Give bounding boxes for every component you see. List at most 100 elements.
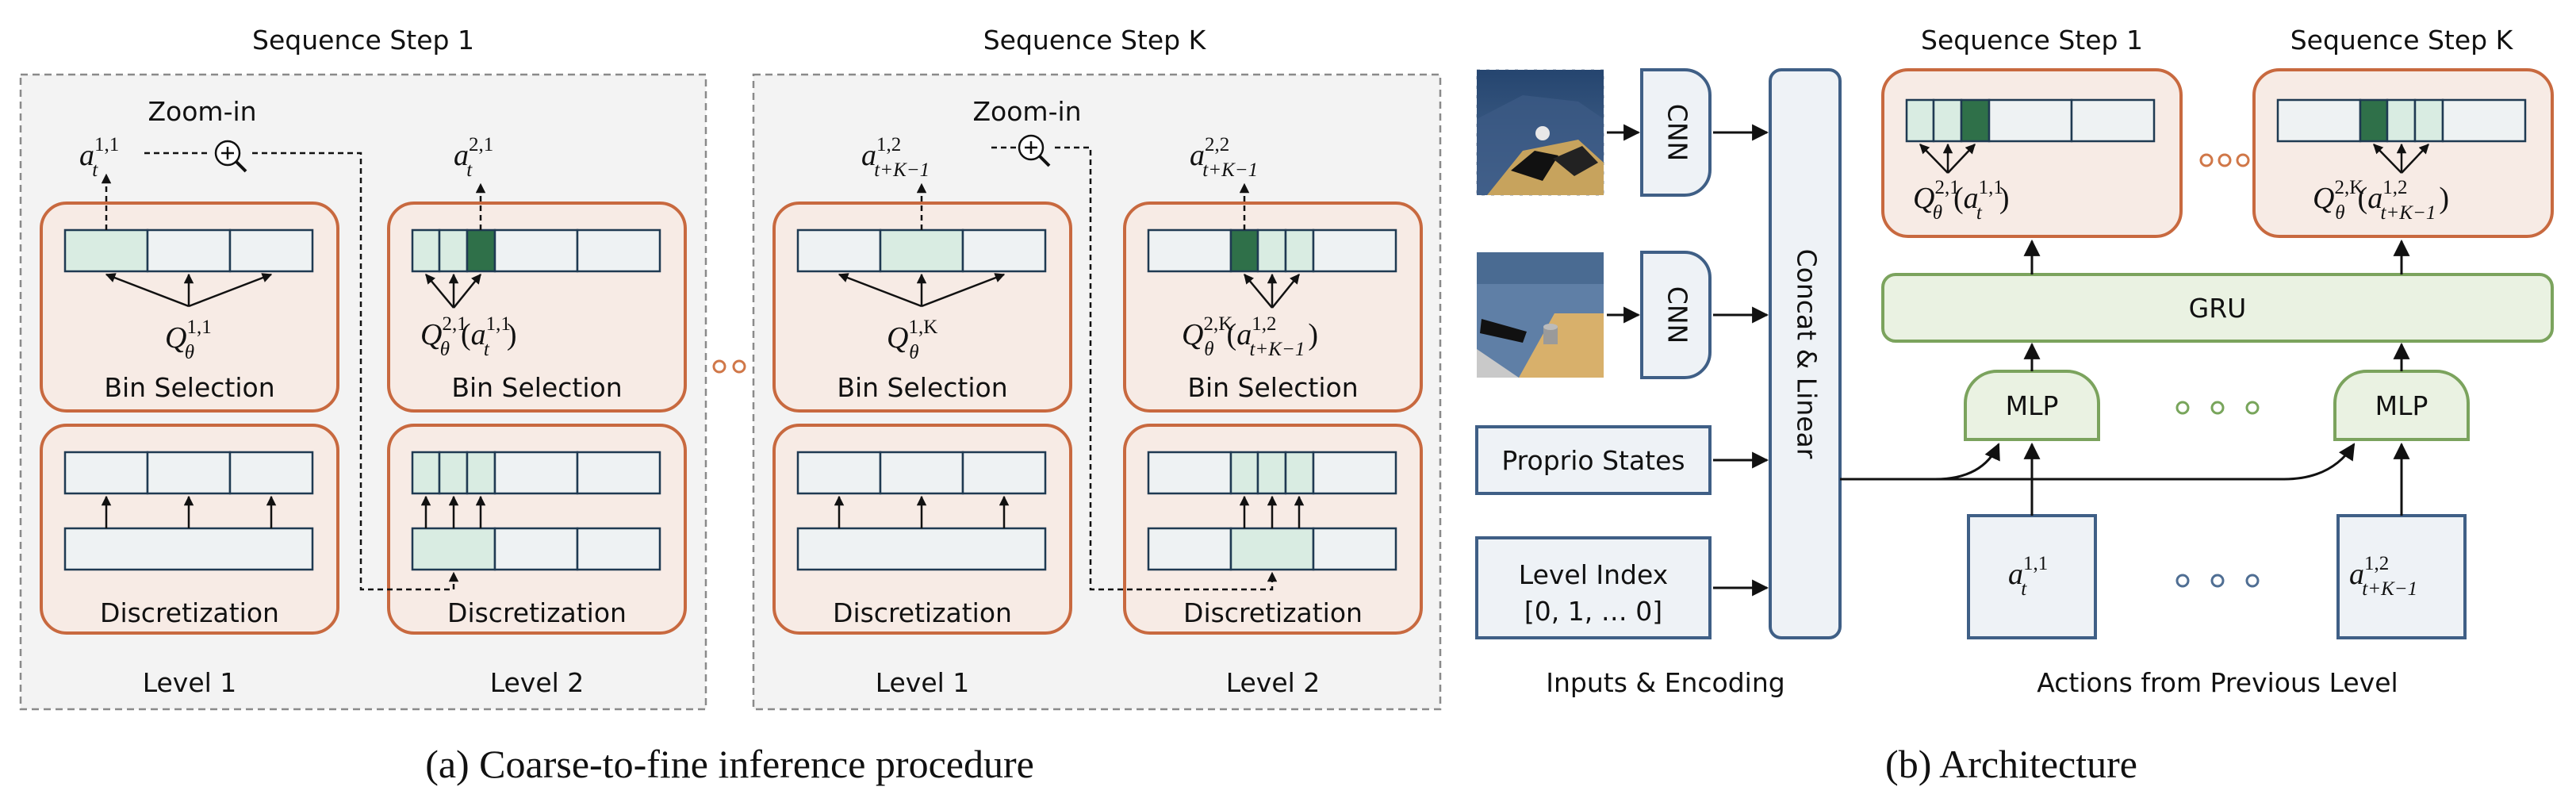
proprio-states-box: [1475, 425, 1712, 495]
concat-linear-label: Concat & Linear: [1792, 249, 1823, 459]
camera-image-2: [1477, 252, 1604, 378]
b-stepk-title: Sequence Step K: [2290, 25, 2514, 56]
level-index-label: Level Index: [1519, 559, 1668, 590]
bin-cell: [1312, 451, 1397, 495]
zoom-in-label: Zoom-in: [972, 96, 1081, 127]
bin-cell: [1147, 527, 1232, 571]
bin-cell: [1905, 98, 1935, 143]
a-stepk-title: Sequence Step K: [983, 25, 1207, 56]
mlp-box-2: [2333, 370, 2470, 441]
camera-image-1: [1476, 69, 1604, 196]
bin-cell: [2441, 98, 2527, 143]
bin-cell: [438, 228, 469, 273]
zoom-in-icon: [214, 140, 247, 173]
bin-cell: [411, 451, 441, 495]
mlp-label: MLP: [2006, 390, 2059, 421]
bin-cell: [146, 228, 232, 273]
bin-cell: [228, 228, 314, 273]
dot-icon: [2199, 153, 2214, 167]
discretization-label: Discretization: [100, 597, 279, 628]
prev-action-box-1: [1967, 514, 2097, 639]
dot-icon: [2218, 153, 2232, 167]
prev-action-box-2: [2336, 514, 2467, 639]
bin-cell: [493, 451, 579, 495]
continuous-range-bar: [63, 527, 314, 571]
bin-cell: [1229, 451, 1259, 495]
discretization-label: Discretization: [447, 597, 627, 628]
bin-cell: [961, 451, 1047, 495]
zoomed-bin: [1229, 527, 1315, 571]
bin-cell: [1284, 228, 1315, 273]
bin-cell: [1988, 98, 2073, 143]
concat-linear-box: [1769, 68, 1842, 639]
a-step1-title: Sequence Step 1: [252, 25, 474, 56]
bin-cell: [438, 451, 469, 495]
bin-cell: [63, 228, 149, 273]
bin-cell: [796, 451, 882, 495]
bin-cell: [466, 451, 496, 495]
bin-cell: [2070, 98, 2156, 143]
zoomed-bin: [411, 527, 496, 571]
dot-icon: [2245, 401, 2260, 415]
cnn-label: CNN: [1662, 104, 1693, 161]
discretization-label: Discretization: [833, 597, 1012, 628]
selected-bin-cell: [466, 228, 496, 273]
bin-cell: [879, 228, 964, 273]
bin-cell: [146, 451, 232, 495]
dot-icon: [2210, 574, 2225, 588]
bin-cell: [576, 228, 661, 273]
selected-bin-cell: [1229, 228, 1259, 273]
proprio-states-label: Proprio States: [1501, 445, 1685, 476]
bin-selection-label: Bin Selection: [837, 372, 1007, 403]
zoom-in-label: Zoom-in: [148, 96, 256, 127]
bin-cell: [796, 228, 882, 273]
bin-cell: [228, 451, 314, 495]
actions-prev-level-label: Actions from Previous Level: [2037, 667, 2398, 698]
dot-icon: [2175, 401, 2190, 415]
level1-label: Level 1: [143, 667, 237, 698]
cnn-box-2: [1640, 251, 1712, 379]
bin-cell: [2276, 98, 2362, 143]
selected-bin-cell: [1960, 98, 1991, 143]
panel-b: CNN CNN Proprio States Level Index [0, 1…: [1475, 25, 2554, 786]
level2-label: Level 2: [490, 667, 585, 698]
zoom-in-icon: [1018, 134, 1051, 167]
bin-cell: [493, 527, 579, 571]
continuous-range-bar: [796, 527, 1047, 571]
bin-cell: [1147, 451, 1232, 495]
cnn-box-1: [1640, 68, 1712, 197]
bin-cell: [576, 527, 661, 571]
bin-cell: [879, 451, 964, 495]
mlp-box-1: [1964, 370, 2100, 441]
inputs-encoding-label: Inputs & Encoding: [1546, 667, 1784, 698]
bin-cell: [1312, 527, 1397, 571]
caption-b: (b) Architecture: [1885, 742, 2137, 786]
caption-a: (a) Coarse-to-fine inference procedure: [425, 742, 1034, 786]
bin-selection-label: Bin Selection: [104, 372, 274, 403]
bin-cell: [1147, 228, 1232, 273]
b-step1-title: Sequence Step 1: [1921, 25, 2143, 56]
dot-icon: [2245, 574, 2260, 588]
gru-box: [1881, 273, 2554, 343]
cnn-label: CNN: [1662, 286, 1693, 344]
selected-bin-cell: [2359, 98, 2389, 143]
bin-cell: [1312, 228, 1397, 273]
bin-cell: [2386, 98, 2417, 143]
bin-cell: [1256, 228, 1287, 273]
dot-icon: [2210, 401, 2225, 415]
bin-cell: [1932, 98, 1963, 143]
dot-icon: [712, 359, 726, 374]
